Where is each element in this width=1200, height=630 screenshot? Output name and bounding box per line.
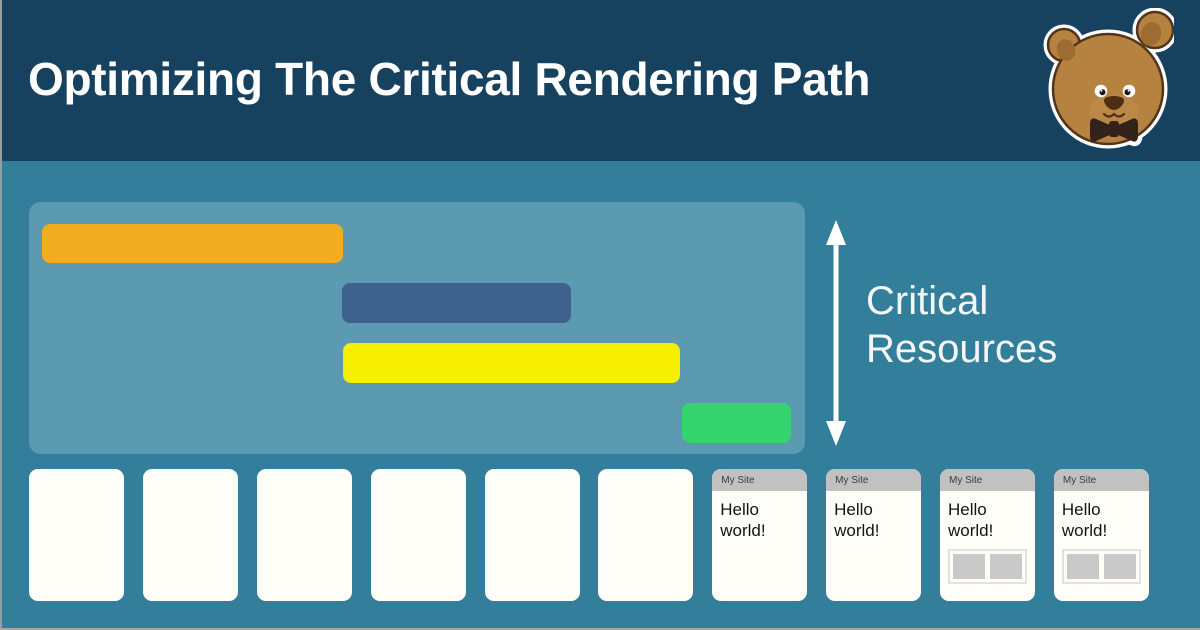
browser-body-text: Hello world!	[1061, 500, 1108, 540]
screenshot-bottom-edge	[0, 628, 1200, 630]
browser-body-text: Hello world!	[720, 500, 766, 540]
image-placeholder-box	[953, 554, 985, 579]
browser-body-text: Hello world!	[948, 500, 994, 540]
critical-resources-label: Critical Resources	[866, 279, 1058, 371]
blank-page-frame	[370, 469, 466, 601]
image-placeholder-box	[990, 554, 1022, 579]
blank-page-frame	[484, 469, 580, 601]
blank-page-frame	[142, 469, 238, 601]
double-arrow-icon	[826, 220, 846, 446]
browser-body-text: Hello world!	[834, 500, 880, 540]
bear-nose	[1104, 96, 1124, 110]
waterfall-panel	[29, 202, 805, 454]
bear-mouth	[1102, 112, 1126, 118]
bear-head	[1051, 32, 1165, 146]
bear-mascot-icon	[1043, 8, 1174, 149]
resource-bar-orange	[42, 224, 343, 263]
blank-page-frame	[29, 469, 124, 601]
blank-page-frame	[256, 469, 352, 601]
screenshot-left-edge	[0, 0, 2, 630]
bear-bowtie	[1090, 118, 1138, 142]
browser-titlebar: My Site	[1053, 469, 1149, 491]
header-band: Optimizing The Critical Rendering Path	[0, 0, 1200, 161]
image-placeholder-box	[1103, 554, 1136, 579]
page-title: Optimizing The Critical Rendering Path	[28, 53, 871, 105]
resource-bar-yellow	[343, 343, 680, 383]
browser-titlebar: My Site	[826, 469, 922, 491]
image-placeholder-box	[1066, 554, 1099, 579]
resource-bar-green	[682, 403, 791, 443]
bear-eyes	[1094, 84, 1136, 98]
resource-bar-blue	[342, 283, 571, 323]
image-placeholder	[1061, 549, 1141, 584]
browser-titlebar: My Site	[712, 469, 808, 491]
browser-titlebar: My Site	[940, 469, 1035, 491]
image-placeholder	[948, 549, 1027, 584]
blank-page-frame	[598, 469, 694, 601]
